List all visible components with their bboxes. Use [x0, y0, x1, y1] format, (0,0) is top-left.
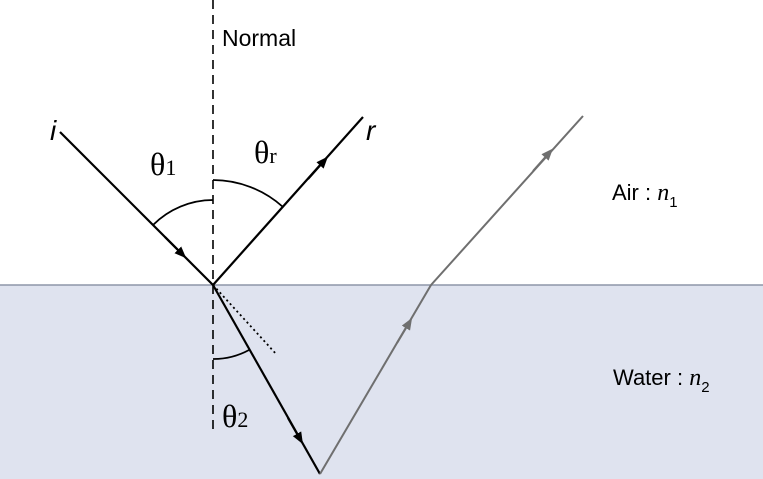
- theta2-label: θ2: [222, 398, 248, 434]
- reflected-label: r: [366, 115, 377, 146]
- grey-ray-in-air: [430, 115, 584, 286]
- grey-ray-up-in-water: [319, 284, 432, 475]
- theta1-arc: [152, 199, 214, 226]
- normal-label: Normal: [222, 25, 296, 51]
- incident-label: i: [50, 115, 57, 146]
- theta2-arc: [212, 349, 250, 360]
- grey-ray-water-arrow: [396, 317, 413, 344]
- incident-ray-arrow: [164, 236, 187, 259]
- air-label: Air : n1: [612, 180, 678, 211]
- theta1-label: θ1: [150, 146, 176, 182]
- thetar-arc: [212, 179, 284, 208]
- grey-ray-air-arrow: [532, 148, 553, 172]
- incident-ray: [59, 131, 214, 286]
- water-region: [0, 285, 763, 479]
- reflected-ray-arrow: [307, 156, 328, 180]
- refracted-ray-arrow: [287, 417, 303, 445]
- incident-extension-dotted: [212, 284, 278, 356]
- water-label: Water : n2: [613, 365, 710, 396]
- thetar-label: θr: [254, 134, 277, 170]
- reflected-ray: [212, 116, 364, 286]
